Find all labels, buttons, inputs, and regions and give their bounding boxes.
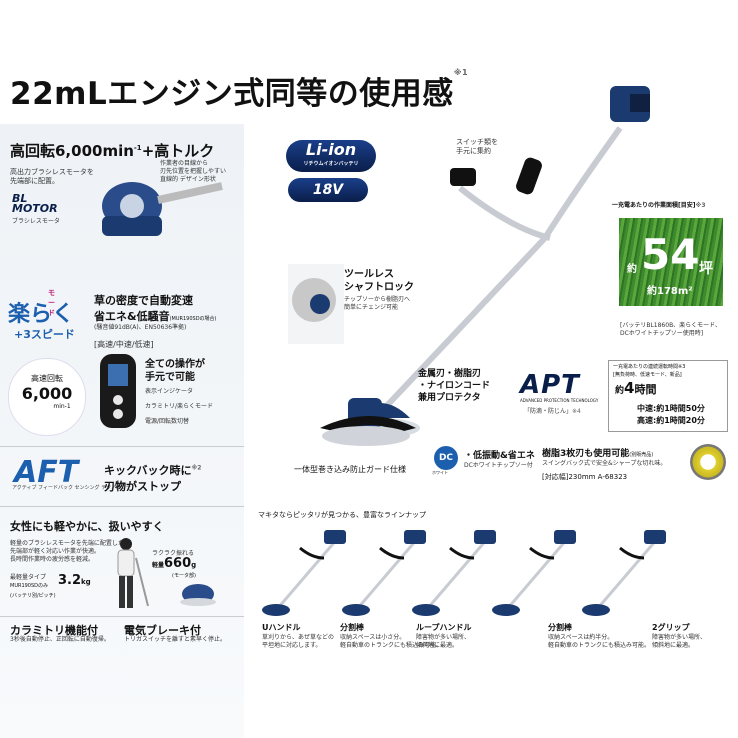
weight-note: (バッテリ別/ピッチ) bbox=[10, 593, 56, 599]
motor-title: 高回転6,000min-1+高トルク bbox=[10, 142, 215, 160]
tool-desc: チップソーから樹脂刃へ 簡単にチェンジ可能 bbox=[344, 296, 411, 311]
control-panel-illustration bbox=[100, 354, 136, 428]
trimmer-head-illustration bbox=[320, 398, 416, 446]
raku-title: 草の密度で自動変速 bbox=[94, 294, 193, 307]
weight-model: MUR190SDのみ bbox=[10, 583, 49, 589]
area-prefix: 約 bbox=[627, 264, 637, 275]
motor-desc: 高出力ブラシレスモータを 先端部に配置。 bbox=[10, 168, 94, 185]
lineup-desc-2: 収納スペースは小さ分。 軽自動車のトランクにも積込み可能。 bbox=[340, 634, 443, 649]
motor-head-illustration bbox=[102, 182, 223, 236]
raku-desc: (騒音値91dB(A)、EN50636準拠) bbox=[94, 324, 187, 331]
switch-callout: スイッチ類を 手元に集約 bbox=[456, 138, 498, 155]
brake-desc: トリガスイッチを離すと素早く停止。 bbox=[124, 636, 227, 643]
runtime-title: 一充電あたりの連続運転時間※3 bbox=[613, 364, 686, 370]
resin-title: 樹脂3枚刃も使用可能(別販売品) bbox=[542, 449, 654, 459]
light-value: 軽量660g bbox=[152, 556, 197, 571]
li-ion-badge: Li-ion リチウムイオンバッテリ bbox=[286, 140, 376, 172]
tool-lock-illustration bbox=[288, 264, 344, 344]
karami-title: カラミトリ機能付 bbox=[10, 624, 98, 637]
apt-sub2: 「防滴・防じん」※4 bbox=[524, 408, 581, 415]
aft-logo: AFT bbox=[14, 455, 79, 490]
lineup-label-3: ループハンドル bbox=[416, 623, 472, 632]
resin-desc: スイングバック式で安全&シャープな切れ味。 bbox=[542, 460, 667, 467]
divider-2 bbox=[0, 506, 244, 507]
weight-value: 3.2kg bbox=[58, 573, 91, 588]
dc-white-badge: DC bbox=[434, 446, 458, 470]
divider-3 bbox=[0, 616, 244, 617]
area-sub: 約178m² bbox=[647, 286, 693, 297]
dc-white-sub: ホワイト bbox=[432, 470, 448, 475]
lineup-heading: マキタならピッタリが見つかる、豊富なラインナップ bbox=[258, 511, 426, 519]
raku-logo-sub: +3スピード bbox=[14, 328, 75, 341]
runtime-mid: 中速:約1時間50分 bbox=[637, 404, 705, 413]
raku-logo-text: 楽らく bbox=[8, 302, 75, 327]
area-value: 54 bbox=[641, 230, 700, 279]
rpm-value: 6,000 bbox=[21, 384, 73, 403]
raku-speeds: [高速/中速/低速] bbox=[94, 340, 154, 349]
women-desc: 軽量のブラシレスモータを先端に配置した 先端部が軽く対応い作業が快適。 長時間作… bbox=[10, 540, 124, 563]
motor-callout: 作業者の目線から 刃先位置を把握しやすい 直線的 デザイン形状 bbox=[160, 160, 226, 183]
grass-area-panel: 約 54 坪 約178m² bbox=[619, 218, 723, 306]
control-item-1: 表示インジケータ bbox=[145, 388, 194, 395]
lineup-desc-5: 障害物が多い場所、 傾斜地に最適。 bbox=[652, 634, 707, 649]
hero-note: ※1 bbox=[453, 68, 469, 77]
lineup-label-2: 分割棒 bbox=[340, 623, 364, 632]
lineup-label-1: Uハンドル bbox=[262, 623, 301, 632]
rpm-label: 高速回転 bbox=[31, 374, 63, 383]
lineup-label-5: 2グリップ bbox=[652, 623, 690, 632]
women-title: 女性にも軽やかに、扱いやすく bbox=[10, 520, 164, 533]
voltage-badge: 18V bbox=[288, 178, 368, 202]
lineup-desc-1: 草刈りから、あぜ草などの 平坦地に対応します。 bbox=[262, 634, 335, 649]
motor-head-small-illustration bbox=[180, 584, 216, 606]
runtime-cond: [無負荷時、低速モード、新品] bbox=[613, 372, 682, 378]
hero-title: 22mLエンジン式同等の使用感※1 bbox=[10, 68, 469, 112]
guard-caption: 一体型巻き込み防止ガード仕様 bbox=[294, 465, 406, 474]
lineup-trimmer-5-illustration bbox=[582, 530, 666, 616]
control-item-2: カラミトリ/楽らくモード bbox=[145, 403, 214, 410]
karami-desc: 3秒後自動停止、正回転に自動復帰。 bbox=[10, 636, 110, 643]
aft-title2: 刃物がストップ bbox=[104, 480, 181, 493]
divider-1 bbox=[0, 446, 244, 447]
resin-spec: [対応幅]230mm A-68323 bbox=[542, 473, 628, 481]
runtime-box: 一充電あたりの連続運転時間※3 [無負荷時、低速モード、新品] 約4時間 中速:… bbox=[608, 360, 728, 432]
apt-sub: ADVANCED PROTECTION TECHNOLOGY bbox=[520, 398, 599, 403]
aft-sub: アクティブ フィードバック センシング テクノロジー bbox=[12, 485, 131, 491]
runtime-high: 高速:約1時間20分 bbox=[637, 416, 705, 425]
light-label: ラクラク振れる bbox=[152, 550, 195, 557]
brake-title: 電気ブレーキ付 bbox=[124, 624, 201, 637]
woman-user-illustration bbox=[117, 538, 149, 608]
tool-title: ツールレス シャフトロック bbox=[344, 269, 414, 293]
lineup-trimmer-4-illustration bbox=[492, 530, 576, 616]
lineup-trimmer-3-illustration bbox=[412, 530, 496, 616]
control-title: 全ての操作が 手元で可能 bbox=[145, 359, 205, 383]
light-note: (モータ部) bbox=[172, 573, 196, 579]
protector-callout: 金属刃・樹脂刃 ・ナイロンコード 兼用プロテクタ bbox=[418, 369, 491, 403]
lineup-trimmer-2-illustration bbox=[342, 530, 426, 616]
bl-motor-logo: BL MOTOR bbox=[12, 192, 58, 215]
li-ion-text: Li-ion bbox=[305, 140, 357, 159]
rpm-unit: min-1 bbox=[53, 403, 71, 410]
area-caption: [バッテリBL1860B、楽らくモード、 DCホワイトチップソー使用時] bbox=[620, 322, 721, 337]
raku-logo-top: モード bbox=[48, 289, 55, 317]
area-unit: 坪 bbox=[699, 261, 713, 277]
dc-sub: DCホワイトチップソー付 bbox=[464, 462, 533, 469]
control-item-3: 電源/回転数切替 bbox=[145, 418, 190, 425]
bl-motor-sub: ブラシレスモータ bbox=[12, 218, 60, 225]
rpm-circle: 高速回転 6,000 min-1 bbox=[8, 358, 86, 436]
weight-label: 最軽量タイプ bbox=[10, 574, 47, 581]
lineup-trimmer-1-illustration bbox=[262, 530, 346, 616]
dc-title: ・低振動&省エネ bbox=[464, 451, 535, 461]
lineup-label-4: 分割棒 bbox=[548, 623, 572, 632]
lineup-desc-4: 収納スペースは約半分。 軽自動車のトランクにも積込み可能。 bbox=[548, 634, 651, 649]
lineup-desc-3: 障害物が多い場所、 傾斜地に最適。 bbox=[416, 634, 471, 649]
aft-title: キックバック時に※2 bbox=[104, 464, 202, 477]
raku-title2: 省エネ&低騒音(MUR190SDの場合) bbox=[94, 310, 217, 323]
apt-logo: APT bbox=[520, 370, 580, 400]
nylon-spool-icon bbox=[690, 444, 726, 480]
area-title: 一充電あたりの作業面積[目安]※3 bbox=[612, 202, 706, 209]
li-ion-sub: リチウムイオンバッテリ bbox=[303, 161, 359, 167]
runtime-value: 約4時間 bbox=[615, 379, 657, 397]
